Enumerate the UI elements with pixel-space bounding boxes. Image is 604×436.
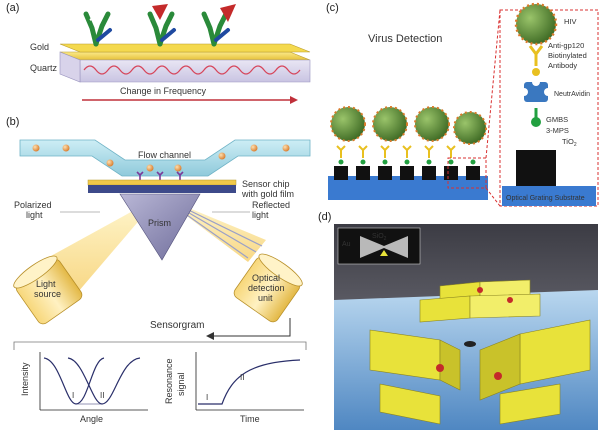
- label-optical: Optical: [252, 273, 280, 283]
- panel-b-label: (b): [6, 116, 20, 128]
- label-substrate: Optical Grating Substrate: [506, 195, 585, 202]
- antibodies: [336, 145, 456, 158]
- label-gold-film: with gold film: [241, 189, 294, 199]
- label-res-i: I: [206, 393, 208, 402]
- receptors: [136, 171, 184, 180]
- resonance-plot: I II Resonance signal Time: [164, 352, 304, 424]
- label-polarized-light: light: [26, 210, 43, 220]
- label-antibody: Antibody: [548, 61, 577, 70]
- label-angle: Angle: [80, 414, 103, 424]
- label-anti-gp120: Anti-gp120: [548, 41, 584, 50]
- label-light: Light: [36, 279, 56, 289]
- label-resonance: Resonance: [164, 358, 174, 404]
- light-source: [13, 255, 83, 325]
- label-biotinylated: Biotinylated: [548, 51, 587, 60]
- label-res-ii: II: [240, 373, 244, 382]
- label-detection: detection: [248, 283, 285, 293]
- label-source: source: [34, 289, 61, 299]
- label-sensor-chip: Sensor chip: [242, 179, 290, 189]
- panel-a-qcm: Gold Quartz Change in Frequency: [30, 4, 311, 104]
- label-prism: Prism: [148, 218, 171, 228]
- label-au: Au: [342, 241, 351, 248]
- intensity-plot: I II Intensity Angle: [20, 352, 148, 424]
- panel-c-label: (c): [326, 2, 339, 14]
- panel-d-nanogap: Au SiO2: [334, 224, 598, 430]
- detection-unit: [233, 253, 303, 323]
- antibody-molecule-1: [83, 11, 112, 47]
- antibody-molecule-2: [147, 4, 176, 47]
- virus-particles: [330, 106, 487, 145]
- label-time: Time: [240, 414, 260, 424]
- label-reflected-light: light: [252, 210, 269, 220]
- electrode-blocks: [369, 279, 591, 425]
- panel-b-spr: Sensor chip with gold film Flow channel …: [13, 139, 311, 424]
- panel-a-label: (a): [6, 2, 20, 14]
- panel-c-virus-detection: Virus Detection: [328, 2, 599, 207]
- flow-beads: [32, 144, 290, 172]
- label-curve-ii: II: [100, 391, 104, 400]
- label-neutravidin: NeutrAvidin: [554, 91, 590, 98]
- label-intensity: Intensity: [20, 362, 30, 396]
- label-gmbs: GMBS: [546, 115, 568, 124]
- label-tio2: TiO2: [562, 137, 577, 148]
- label-3mps: 3-MPS: [546, 126, 569, 135]
- label-sensorgram: Sensorgram: [150, 320, 204, 331]
- antibody-molecule-3: [201, 4, 236, 47]
- label-flow-channel: Flow channel: [138, 150, 191, 160]
- label-virus-detection: Virus Detection: [368, 33, 442, 45]
- label-signal: signal: [176, 372, 186, 396]
- label-hiv: HIV: [564, 17, 577, 26]
- gmbs-dots: [338, 159, 476, 165]
- label-change-frequency: Change in Frequency: [120, 86, 207, 96]
- label-curve-i: I: [72, 391, 74, 400]
- label-unit: unit: [258, 293, 273, 303]
- label-polarized: Polarized: [14, 200, 52, 210]
- neutravidin-icon: [520, 78, 552, 102]
- label-reflected: Reflected: [252, 200, 290, 210]
- label-sio2: SiO2: [372, 233, 387, 242]
- panel-d-label: (d): [318, 211, 332, 223]
- label-quartz: Quartz: [30, 63, 58, 73]
- label-gold: Gold: [30, 42, 49, 52]
